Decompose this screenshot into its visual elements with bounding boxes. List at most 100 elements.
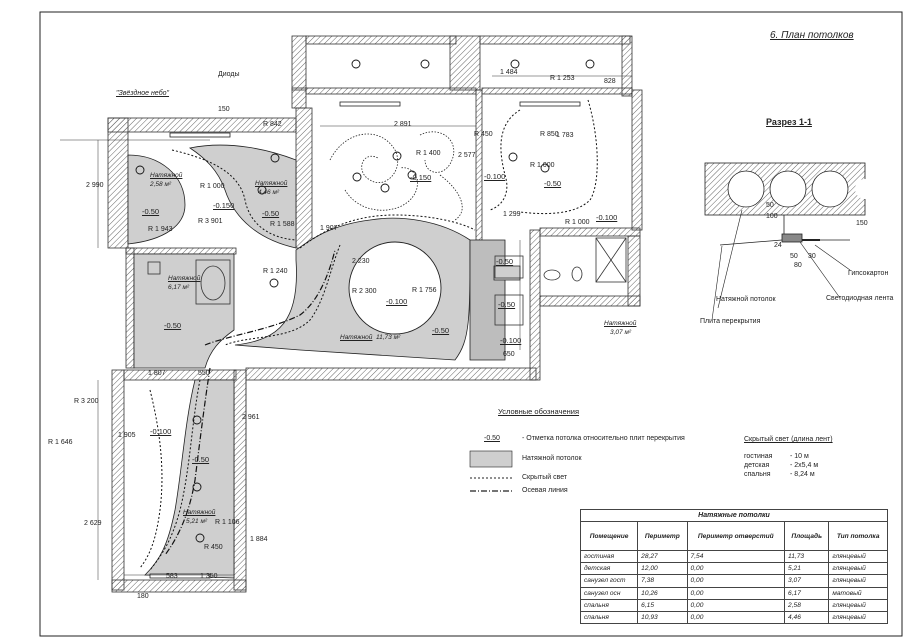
stretch-ceilings-table: Натяжные потолки Помещение Периметр Пери… — [579, 509, 888, 625]
dimension-label: 1 783 — [556, 132, 574, 139]
dimension-label: R 1 000 — [200, 183, 225, 190]
hidden-light-lines — [139, 99, 598, 571]
dimension-label: R 1 240 — [263, 268, 288, 275]
table-cell: спальня — [579, 610, 639, 625]
dimension-label: R 1 588 — [270, 221, 295, 228]
hidden-light-title: Скрытый свет (длина лент) — [744, 436, 833, 443]
dimension-label: 1 299 — [503, 211, 521, 218]
ceiling-circle-opening — [348, 241, 442, 335]
dimension-label: 1 905 — [118, 432, 136, 439]
dimension-label: 2 230 — [352, 258, 370, 265]
section-label-gypsum: Гипсокартон — [848, 270, 889, 277]
table-cell: 0,00 — [686, 598, 786, 612]
legend-text: - Отметка потолка относительно плит пере… — [522, 435, 685, 442]
legend-text: Натяжной потолок — [522, 455, 582, 462]
table-cell: детская — [579, 562, 639, 576]
room-area: 3,07 м² — [610, 329, 632, 336]
dimension-label: R 1 400 — [416, 150, 441, 157]
dimension-label: 1 884 — [250, 536, 268, 543]
dimension-label: R 3 200 — [74, 398, 99, 405]
legend-text: Осевая линия — [522, 487, 568, 494]
table-cell: санузел гост — [579, 574, 639, 588]
room-area: 5,21 м² — [186, 518, 208, 525]
level-mark: -0.50 — [496, 257, 514, 266]
room-name: Натяжной — [168, 275, 201, 282]
dimension-label: 583 — [166, 573, 178, 580]
table-cell: глянцевый — [828, 610, 888, 625]
dimension-label: 2 961 — [242, 414, 260, 421]
table-header: Площадь — [784, 521, 830, 551]
dimension-label: R 2 300 — [352, 288, 377, 295]
table-cell: 12,00 — [637, 562, 688, 576]
sheet-frame — [39, 11, 903, 637]
section-dim: 50 — [790, 253, 798, 260]
section-dim: 150 — [856, 220, 868, 227]
level-mark: -0.100 — [484, 172, 506, 181]
sheet-title: 6. План потолков — [770, 30, 854, 41]
hidden-light-value: - 10 м — [790, 453, 809, 460]
table-cell: гостиная — [579, 549, 639, 564]
dimension-label: 150 — [218, 106, 230, 113]
section-label-slab: Плита перекрытия — [700, 318, 761, 325]
table-cell: 7,38 — [637, 574, 688, 588]
level-mark: -0.150 — [213, 201, 235, 210]
dimension-label: 1 350 — [200, 573, 218, 580]
dimension-label: R 450 — [474, 131, 493, 138]
section-1-1 — [704, 162, 875, 321]
dimension-label: R 1 253 — [550, 75, 575, 82]
diodes-label: Диоды — [218, 71, 240, 78]
dimension-label: 550 — [198, 370, 210, 377]
legend-title: Условные обозначения — [498, 407, 580, 416]
table-cell: 0,00 — [686, 574, 786, 588]
section-dim: 30 — [808, 253, 816, 260]
table-cell: 5,21 — [784, 562, 830, 576]
dimension-label: R 1 756 — [412, 287, 437, 294]
level-mark: -0.100 — [596, 213, 618, 222]
section-dim: 50 — [766, 202, 774, 209]
room-area: 2,58 м² — [150, 181, 172, 188]
dimension-label: R 1 106 — [215, 519, 240, 526]
lamp-icons — [135, 59, 595, 543]
legend-symbols — [469, 450, 513, 492]
windows — [149, 101, 581, 579]
hidden-light-value: - 2x5,4 м — [790, 462, 819, 469]
dimension-label: R 3 901 — [198, 218, 223, 225]
level-mark: -0.50 — [192, 455, 210, 464]
dimension-label: R 1 943 — [148, 226, 173, 233]
hidden-light-room: детская — [744, 462, 770, 469]
dimension-lines — [60, 75, 632, 580]
table-cell: 0,00 — [686, 586, 786, 600]
table-header: Периметр отверстий — [686, 521, 786, 551]
dimension-label: R 1 000 — [530, 162, 555, 169]
room-name: Натяжной — [340, 334, 373, 341]
walls — [107, 35, 643, 593]
room-name: Натяжной — [604, 320, 637, 327]
dimension-label: 650 — [503, 351, 515, 358]
table-header: Периметр — [637, 521, 688, 551]
hidden-light-room: гостиная — [744, 453, 773, 460]
legend-symbol-level: -0.50 — [484, 435, 500, 442]
table-cell: 6,15 — [637, 598, 688, 612]
section-dim: 100 — [766, 213, 778, 220]
section-dim: 24 — [774, 242, 782, 249]
dimension-label: R 1 646 — [48, 439, 73, 446]
table-cell: 11,73 — [784, 549, 830, 564]
dimension-label: R 1 000 — [565, 219, 590, 226]
table-cell: 10,93 — [637, 610, 688, 625]
dimension-label: 1 807 — [148, 370, 166, 377]
dimension-label: R 850 — [540, 131, 559, 138]
dimension-label: 2 990 — [86, 182, 104, 189]
table-header: Помещение — [579, 521, 639, 551]
table-header-row: Помещение Периметр Периметр отверстий Пл… — [579, 521, 888, 551]
table-cell: 4,46 — [784, 610, 830, 625]
section-dim: 80 — [794, 262, 802, 269]
dimension-label: 2 891 — [394, 121, 412, 128]
table-cell: матовый — [828, 586, 888, 600]
table-cell: спальня — [579, 598, 639, 612]
